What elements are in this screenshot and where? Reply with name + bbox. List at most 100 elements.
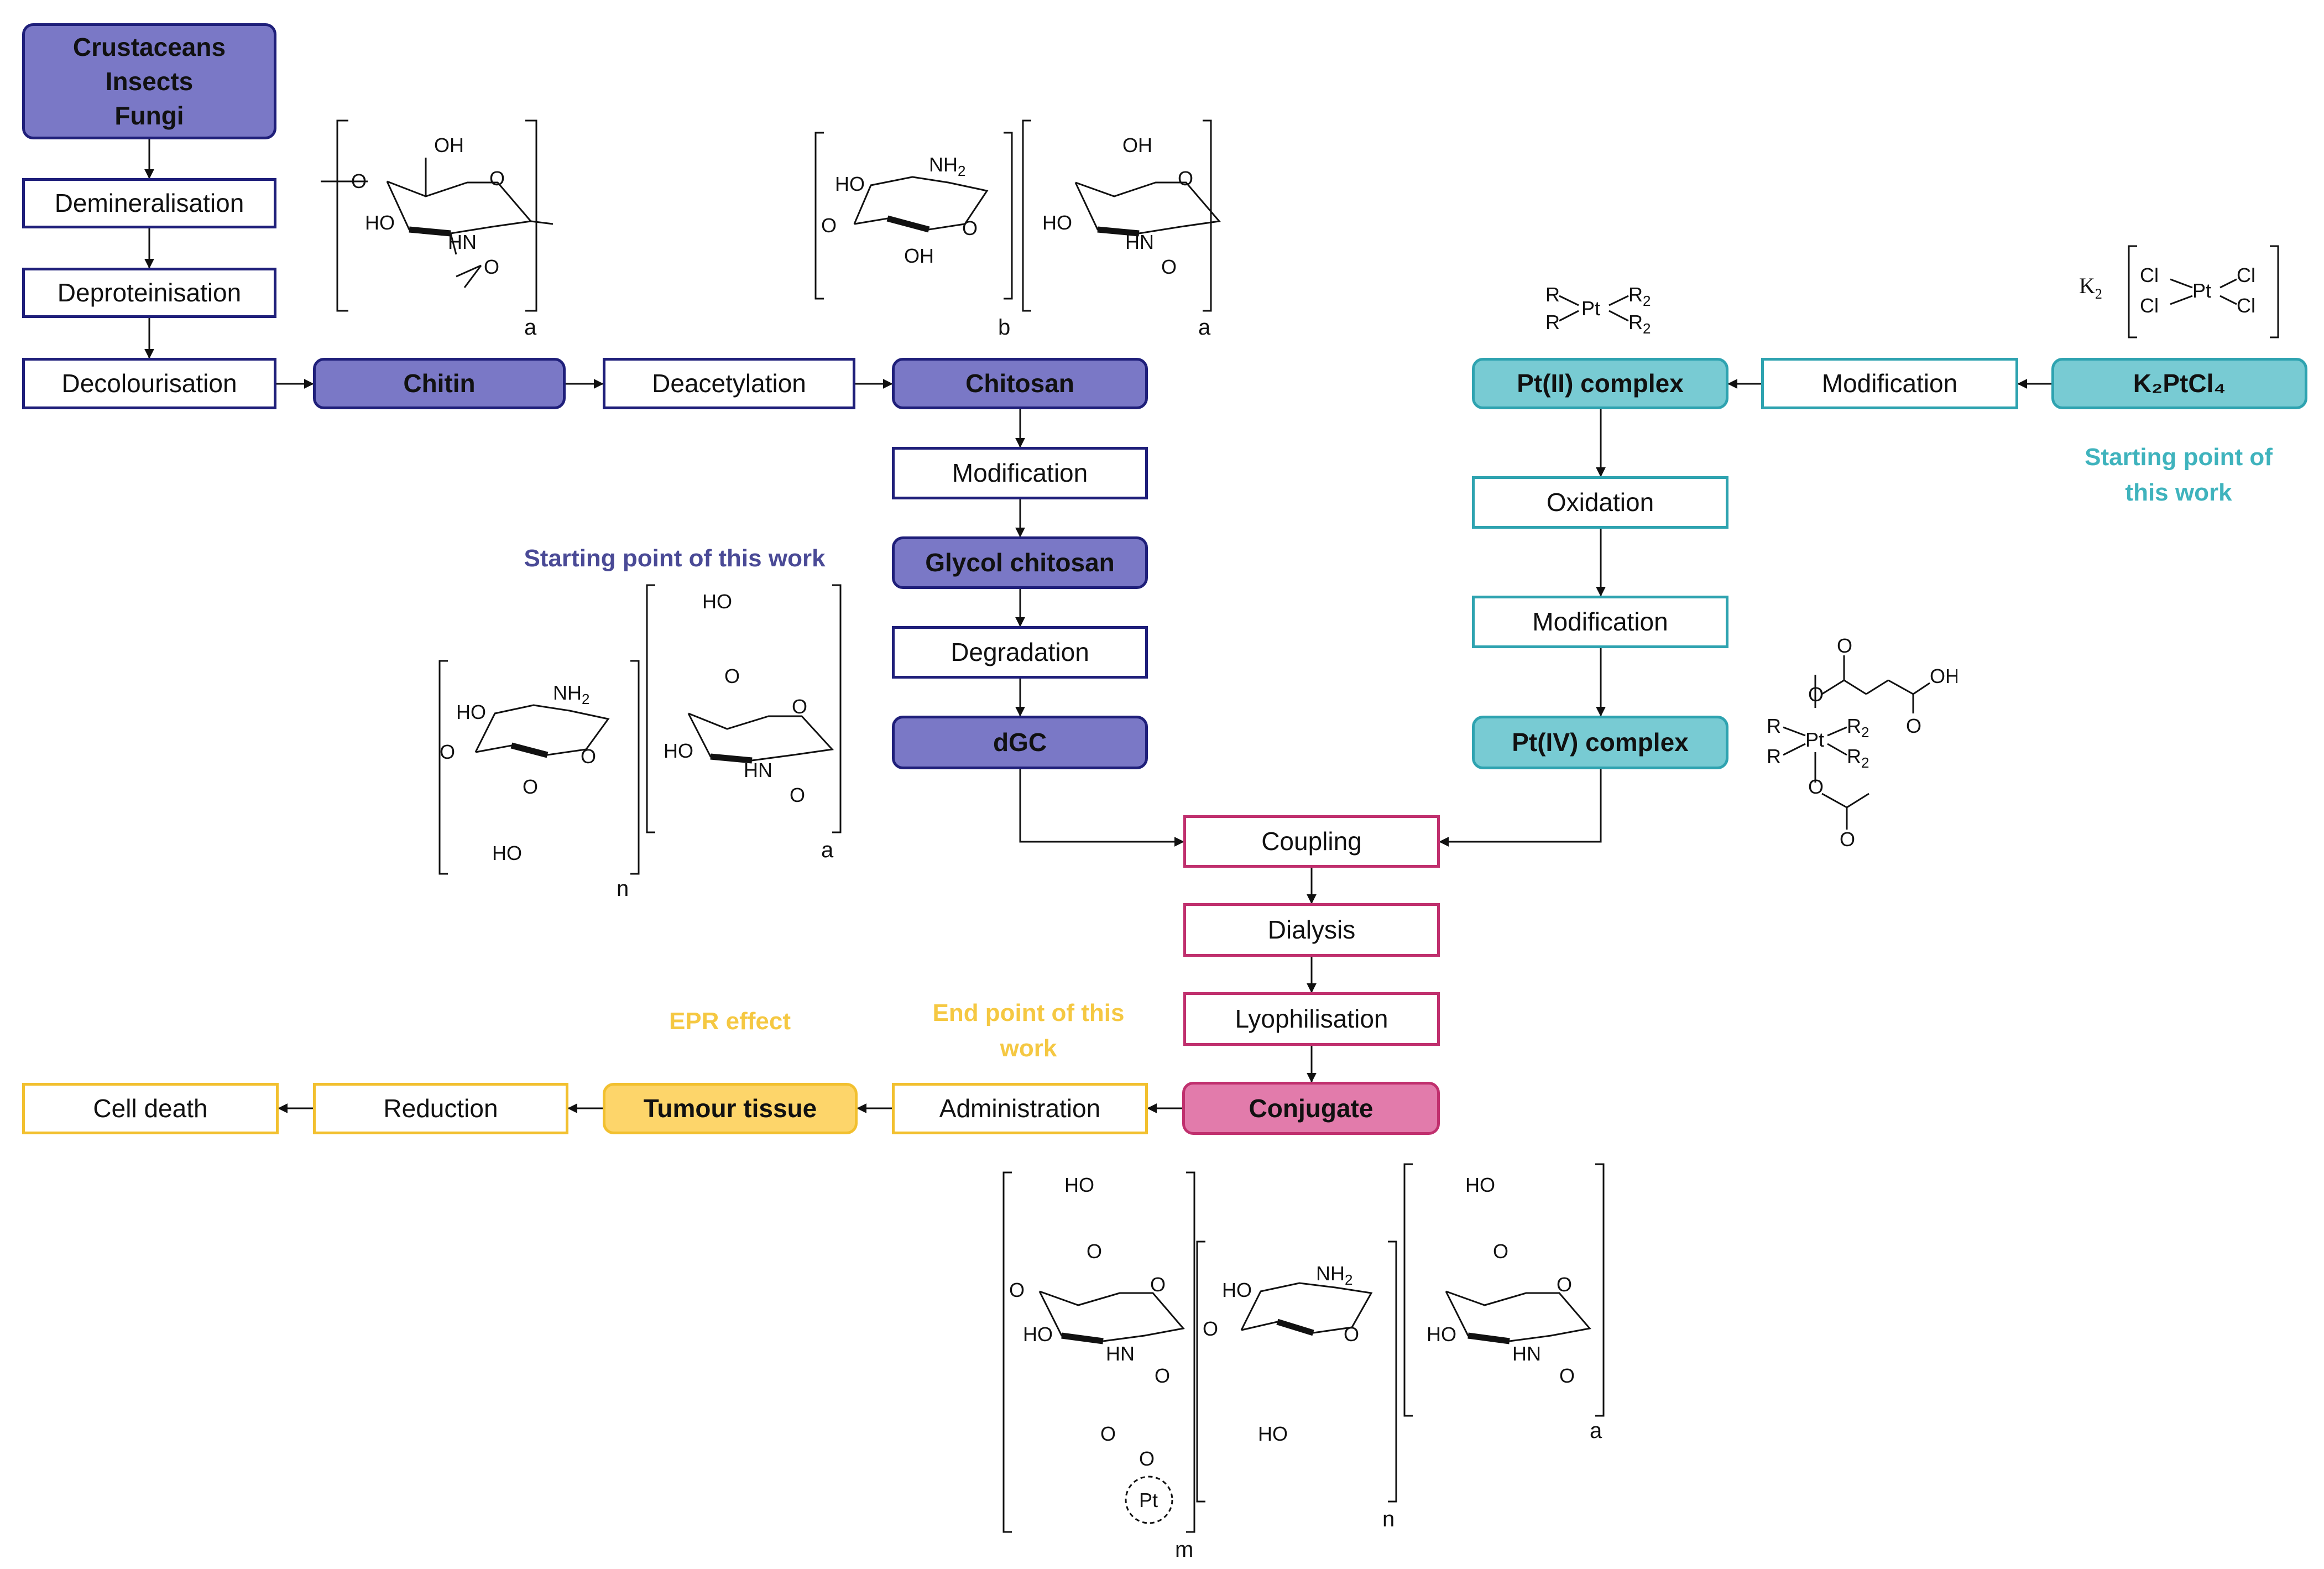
starting-point-teal-note: Starting point of this work xyxy=(2040,440,2317,510)
conj-ring3 xyxy=(1445,1290,1591,1342)
pt2-bond-lr xyxy=(1608,310,1629,322)
tumour-tissue-box: Tumour tissue xyxy=(603,1083,858,1134)
conj-ring2-o: O xyxy=(1344,1323,1359,1346)
dgc-box: dGC xyxy=(892,716,1148,769)
arrow-dgc-coupling xyxy=(1019,769,1184,847)
conjugate-structure: HO O O O HO HN O O O Pt HO NH2 O O HO HO… xyxy=(1002,1163,1605,1562)
conj-hn2: HN xyxy=(1512,1342,1541,1365)
pt2-bond-ur xyxy=(1608,295,1629,306)
sources-box: Crustaceans Insects Fungi xyxy=(22,23,276,139)
glycol-chitosan-structure: HO NH2 O O O HO HO O O HO HN O n a xyxy=(438,584,842,901)
deacetylation-box: Deacetylation xyxy=(603,358,855,409)
gc-ring1-o: O xyxy=(581,745,596,768)
pt4-bond-ll xyxy=(1783,743,1806,756)
source-fungi: Fungi xyxy=(114,101,184,131)
starting-point-teal-line1: Starting point of xyxy=(2085,444,2273,471)
conj-subscript-a: a xyxy=(1590,1419,1602,1443)
pt4-chain3 xyxy=(1888,679,1914,695)
gc-acetyl-o: O xyxy=(790,784,805,806)
k2-bond-lr xyxy=(2219,295,2237,305)
k2-cl1: Cl xyxy=(2140,264,2159,286)
pt4-acetate1 xyxy=(1821,793,1847,809)
conj-subscript-m: m xyxy=(1175,1537,1193,1562)
conj-subscript-n: n xyxy=(1382,1507,1395,1531)
chitosan-acetyl-o: O xyxy=(1161,256,1177,278)
conj-ho5: HO xyxy=(1465,1174,1495,1196)
conjugate-box: Conjugate xyxy=(1182,1082,1440,1135)
gc-ring1-bold xyxy=(510,742,549,758)
pt4-r4-text: R xyxy=(1847,745,1861,768)
end-point-note: End point of this work xyxy=(885,995,1172,1066)
pt4-oh: OH xyxy=(1930,665,1957,687)
pt2-complex-box: Pt(II) complex xyxy=(1472,358,1728,409)
reduction-box: Reduction xyxy=(313,1083,568,1134)
gc-ring2-bold xyxy=(710,753,753,764)
chitosan-nh-subscript: 2 xyxy=(958,163,965,179)
end-point-line2: work xyxy=(1000,1034,1057,1062)
pt4-carbonyl-o2: O xyxy=(1906,715,1921,737)
pt4-bond-ul xyxy=(1783,726,1806,737)
chitosan-bracket1-right xyxy=(1004,132,1013,300)
k2ptcl4-box: K₂PtCl₄ xyxy=(2051,358,2307,409)
chitosan-nh-text: NH xyxy=(929,153,958,176)
gc-bracket2-left xyxy=(646,584,655,833)
chitosan-ring2-bold xyxy=(1097,226,1140,237)
conj-ring3-bold xyxy=(1467,1332,1510,1344)
chitosan-bracket2-right xyxy=(1203,119,1212,312)
pt4-carbonyl-o1: O xyxy=(1837,636,1852,657)
chitin-acetyl xyxy=(456,264,482,278)
chitin-hn: HN xyxy=(448,231,477,253)
lyophilisation-box: Lyophilisation xyxy=(1183,992,1440,1046)
gc-ho-tail1: HO xyxy=(492,842,522,864)
pt4-acid xyxy=(1913,682,1930,695)
pt2-r3-sub: 2 xyxy=(1643,293,1651,309)
chitin-ho: HO xyxy=(365,211,395,234)
pt4-carbonyl-o3: O xyxy=(1840,828,1855,851)
k2-pt: Pt xyxy=(2192,279,2211,302)
pt2-r4-sub: 2 xyxy=(1643,320,1651,337)
pt4-r3-sub: 2 xyxy=(1861,724,1869,741)
conj-ring2-bold xyxy=(1276,1318,1314,1336)
chitosan-ring2 xyxy=(1074,181,1221,234)
glycol-chitosan-box: Glycol chitosan xyxy=(892,536,1148,589)
conj-pt: Pt xyxy=(1139,1489,1158,1511)
gc-bracket1-right xyxy=(630,660,640,875)
modification-pt-box: Modification xyxy=(1761,358,2018,409)
pt4-r2: R xyxy=(1767,745,1781,768)
conj-pt-circle xyxy=(1125,1476,1173,1524)
modification-chitosan-box: Modification xyxy=(892,447,1148,499)
gc-ether-o2: O xyxy=(724,665,740,687)
gc-ether-o1: O xyxy=(523,775,538,798)
pt4-r4-sub: 2 xyxy=(1861,754,1869,771)
conj-ring1 xyxy=(1038,1290,1185,1342)
pt2-pt: Pt xyxy=(1581,297,1600,320)
chitin-box: Chitin xyxy=(313,358,566,409)
pt4-ester-o1: O xyxy=(1808,683,1824,706)
conj-ho4: HO xyxy=(1258,1422,1288,1445)
pt4-r1: R xyxy=(1767,715,1781,737)
conj-ring3-o: O xyxy=(1557,1273,1572,1296)
conj-ho3: HO xyxy=(1222,1279,1252,1301)
gc-nh2: NH2 xyxy=(553,681,589,707)
chitin-acetyl2 xyxy=(463,265,482,288)
pt2-structure: R R Pt R2 R2 xyxy=(1545,283,1651,337)
gc-ring2 xyxy=(687,712,834,762)
pt4-bond-lr xyxy=(1827,743,1847,756)
chitin-acetyl-o: O xyxy=(484,256,499,278)
conj-nh-subscript: 2 xyxy=(1345,1271,1352,1288)
pt2-bond-ul xyxy=(1559,295,1579,306)
conj-ho1: HO xyxy=(1064,1174,1094,1196)
conj-nh2: NH2 xyxy=(1316,1262,1352,1288)
pt4-complex-box: Pt(IV) complex xyxy=(1472,716,1728,769)
gc-hn: HN xyxy=(744,759,772,781)
chitosan-box: Chitosan xyxy=(892,358,1148,409)
pt4-r4: R2 xyxy=(1847,745,1869,771)
k2-bond-ul xyxy=(2170,278,2193,289)
pt4-r3: R2 xyxy=(1847,715,1869,741)
pt4-acetate2 xyxy=(1846,793,1869,809)
conj-hn1: HN xyxy=(1106,1342,1135,1365)
gc-bracket2-right xyxy=(832,584,842,833)
chitin-oh: OH xyxy=(434,134,464,157)
conj-ether-o3: O xyxy=(1493,1240,1508,1263)
